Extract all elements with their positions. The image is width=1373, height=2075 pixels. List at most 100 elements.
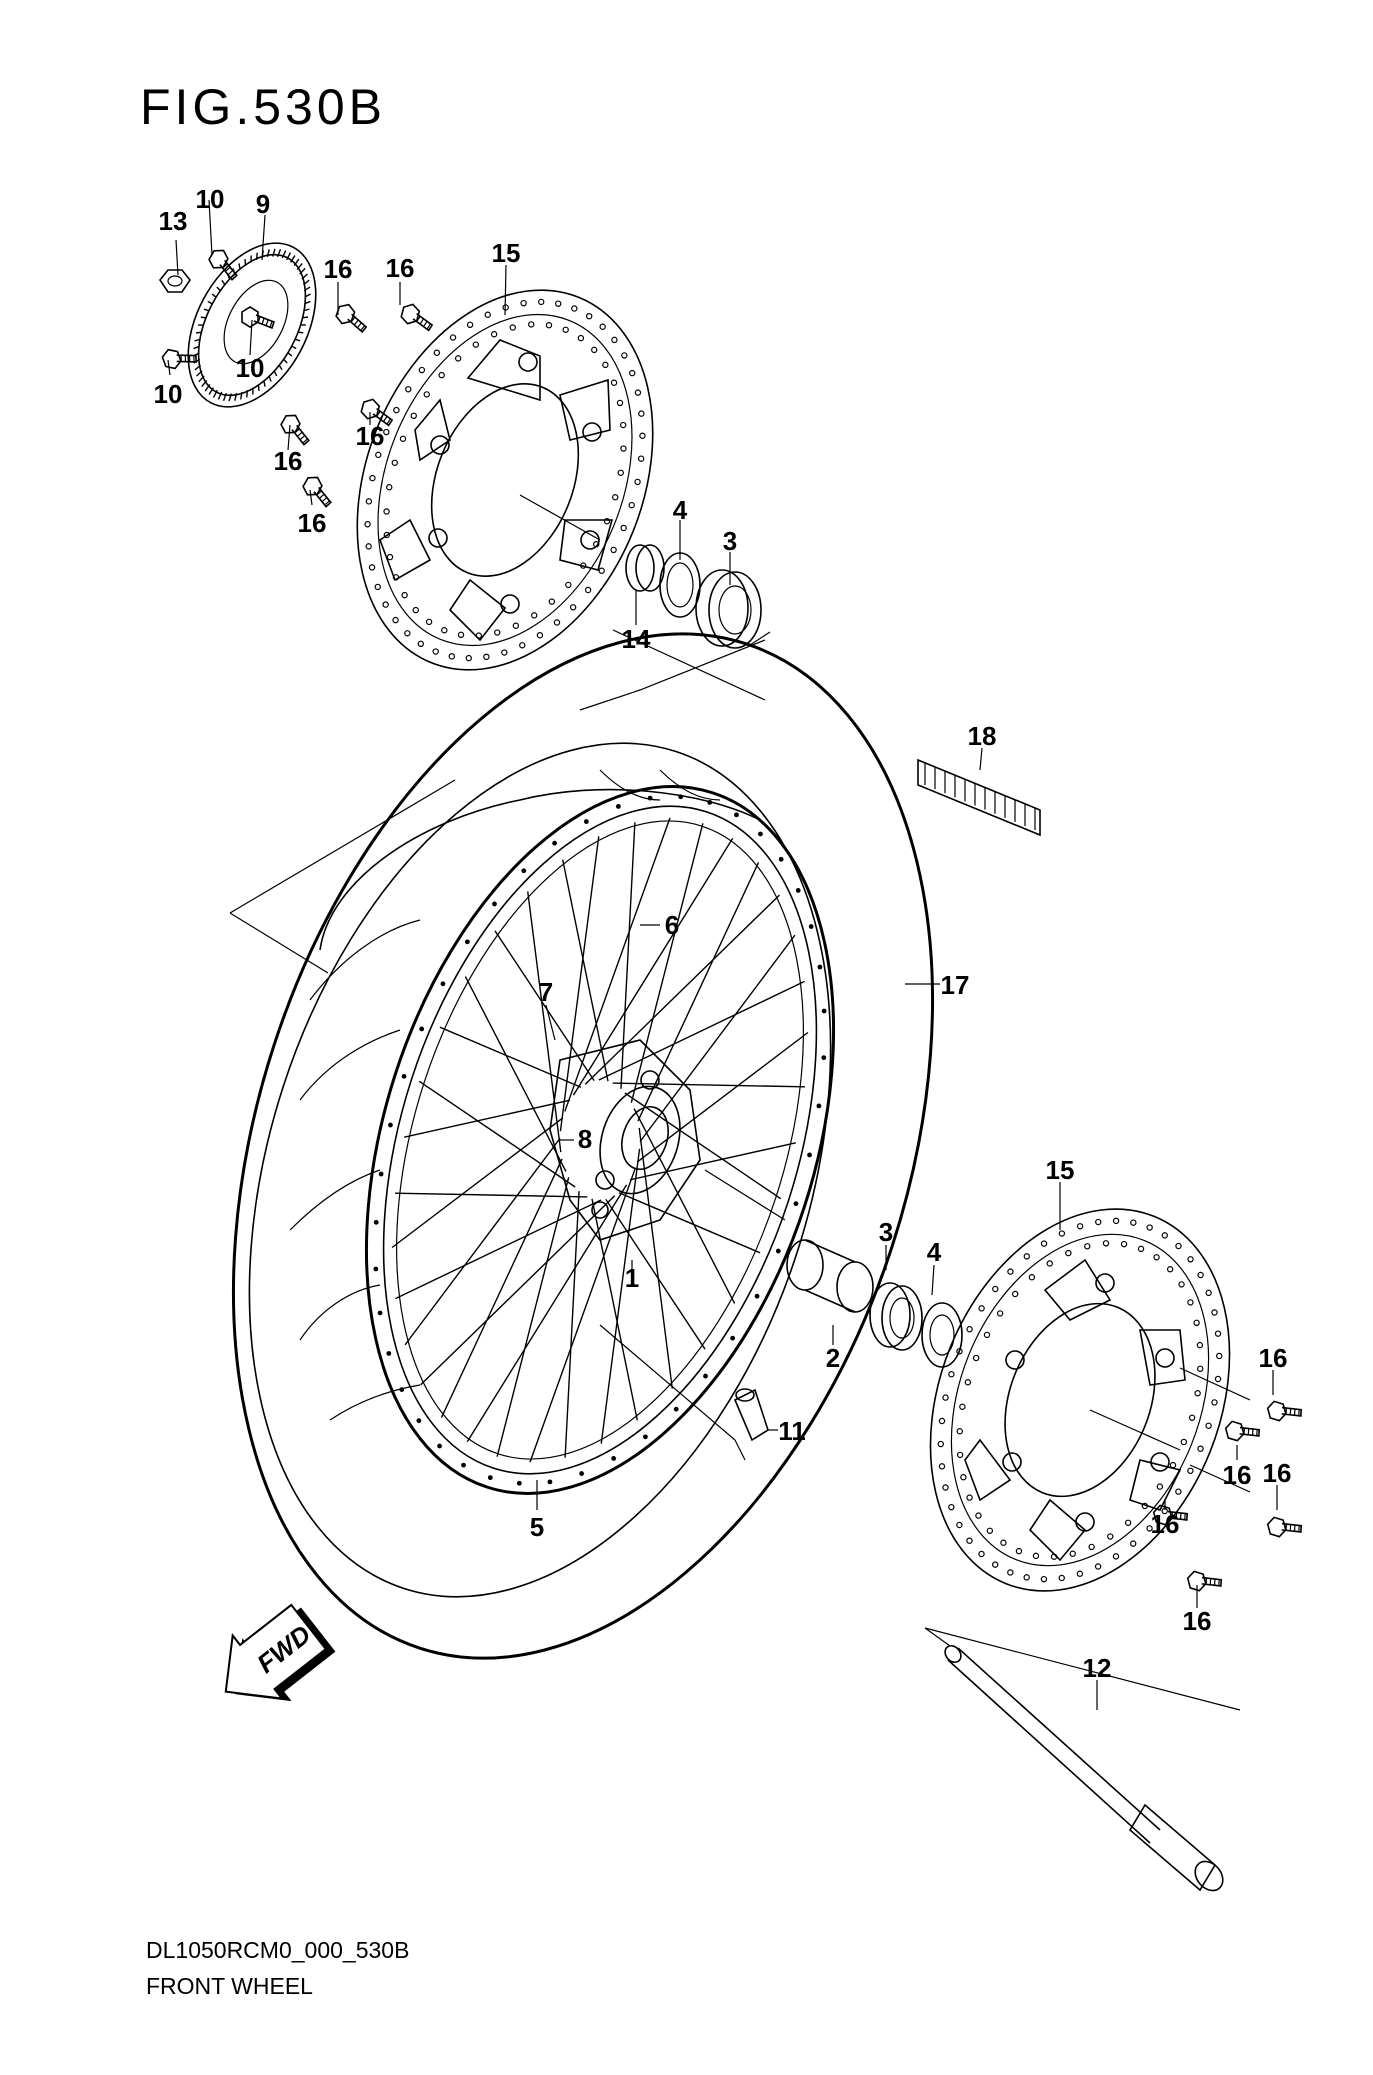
callout-label: 16 xyxy=(1183,1606,1212,1636)
rim-nipple xyxy=(461,1462,466,1468)
callout-label: 2 xyxy=(826,1343,840,1373)
ring-tooth xyxy=(196,370,203,377)
disc-hole xyxy=(432,648,439,655)
disc-hole xyxy=(438,371,445,379)
ring-tooth xyxy=(198,375,205,383)
disc-hole xyxy=(393,406,400,414)
rim-nipple xyxy=(579,1471,584,1476)
disc-hole xyxy=(611,336,618,344)
disc-hole xyxy=(1169,1461,1177,1469)
disc-hole xyxy=(1205,1422,1212,1429)
disc-hole xyxy=(1046,1260,1053,1267)
disc-hole xyxy=(375,451,382,459)
ring-tooth xyxy=(303,286,311,292)
rim-nipple xyxy=(583,819,589,824)
ring-tooth xyxy=(228,393,232,402)
disc-hole xyxy=(972,1354,980,1362)
disc-hole xyxy=(448,653,455,660)
disc-hole xyxy=(1175,1488,1182,1495)
disc-hole xyxy=(1058,1230,1066,1237)
disc-hole xyxy=(392,616,399,624)
disc-hole xyxy=(365,498,373,505)
ring-tooth xyxy=(211,293,217,298)
rim-nipple xyxy=(754,1293,760,1299)
rim-nipple xyxy=(552,840,558,846)
rim-nipple xyxy=(703,1373,708,1379)
disc-hole xyxy=(619,421,627,429)
spoke xyxy=(418,1080,576,1188)
disc-hole xyxy=(1112,1553,1120,1560)
balance-weight-strip xyxy=(917,758,1041,837)
ring-tooth xyxy=(194,364,202,371)
ring-tooth xyxy=(276,249,282,258)
disc-hole xyxy=(1205,1289,1212,1297)
disc-hole xyxy=(501,649,508,656)
rim-nipple xyxy=(399,1387,405,1393)
rim-nipple xyxy=(616,804,621,809)
callout-label: 4 xyxy=(673,495,688,525)
disc-hole xyxy=(610,546,617,554)
rim-nipple xyxy=(642,1434,648,1440)
disc-hole xyxy=(548,598,556,605)
disc-hole xyxy=(942,1394,949,1401)
spoke xyxy=(620,822,636,1089)
rim-nipple xyxy=(793,1201,799,1207)
guide-lines xyxy=(229,494,1251,1711)
disc-hole xyxy=(1076,1570,1084,1577)
rim-nipple xyxy=(440,981,446,987)
disc-hole xyxy=(386,484,393,491)
disc-hole xyxy=(1193,1319,1200,1327)
disc-hole xyxy=(1214,1375,1222,1383)
ring-tooth xyxy=(238,263,241,270)
lower-brake-disc xyxy=(929,1208,1231,1592)
spoke xyxy=(527,891,562,1153)
callout-label: 11 xyxy=(778,1416,806,1446)
disc-hole xyxy=(1130,1219,1137,1226)
bolt xyxy=(1266,1400,1303,1422)
rim-nipple xyxy=(821,1055,827,1061)
disc-hole xyxy=(466,321,474,329)
disc-hole xyxy=(1040,1575,1048,1583)
disc-hole xyxy=(562,326,569,333)
disc-hole xyxy=(1153,1254,1160,1261)
rim-nipple xyxy=(388,1122,393,1128)
front-axle xyxy=(944,1644,1224,1892)
disc-hole xyxy=(364,521,371,528)
bolt xyxy=(1186,1570,1223,1592)
spoke xyxy=(618,1192,761,1254)
ring-tooth xyxy=(287,352,293,357)
disc-hole xyxy=(545,321,553,329)
disc-hole xyxy=(966,1537,973,1544)
disc-hole xyxy=(942,1484,949,1491)
disc-hole xyxy=(1137,1245,1145,1253)
disc-hole xyxy=(986,1527,994,1534)
disc-hole xyxy=(1102,1240,1110,1247)
disc-hole xyxy=(591,346,598,354)
bolt xyxy=(360,398,394,427)
callout-label: 17 xyxy=(941,970,970,1000)
disc-hole xyxy=(586,312,593,320)
disc-hole xyxy=(1015,1547,1023,1555)
rim-nipple xyxy=(758,831,763,837)
disc-hole xyxy=(610,379,618,386)
upper-brake-disc xyxy=(356,289,654,671)
rim-nipple xyxy=(795,887,801,893)
disc-hole xyxy=(966,1326,973,1333)
bolt xyxy=(161,348,197,370)
disc-hole xyxy=(1069,1550,1076,1557)
figure-title: FIG.530B xyxy=(140,79,386,135)
disc-hole xyxy=(405,386,412,393)
spoke xyxy=(440,1158,563,1418)
ring-tooth xyxy=(273,370,278,377)
disc-hole xyxy=(490,331,498,338)
disc-hole xyxy=(616,399,624,407)
rim-nipple xyxy=(437,1443,442,1449)
rim-nipple xyxy=(647,795,653,801)
bolt xyxy=(1224,1420,1261,1442)
nut-13 xyxy=(159,269,191,293)
spoke xyxy=(496,1177,570,1457)
disc-hole xyxy=(638,410,645,417)
bolt xyxy=(280,414,310,446)
